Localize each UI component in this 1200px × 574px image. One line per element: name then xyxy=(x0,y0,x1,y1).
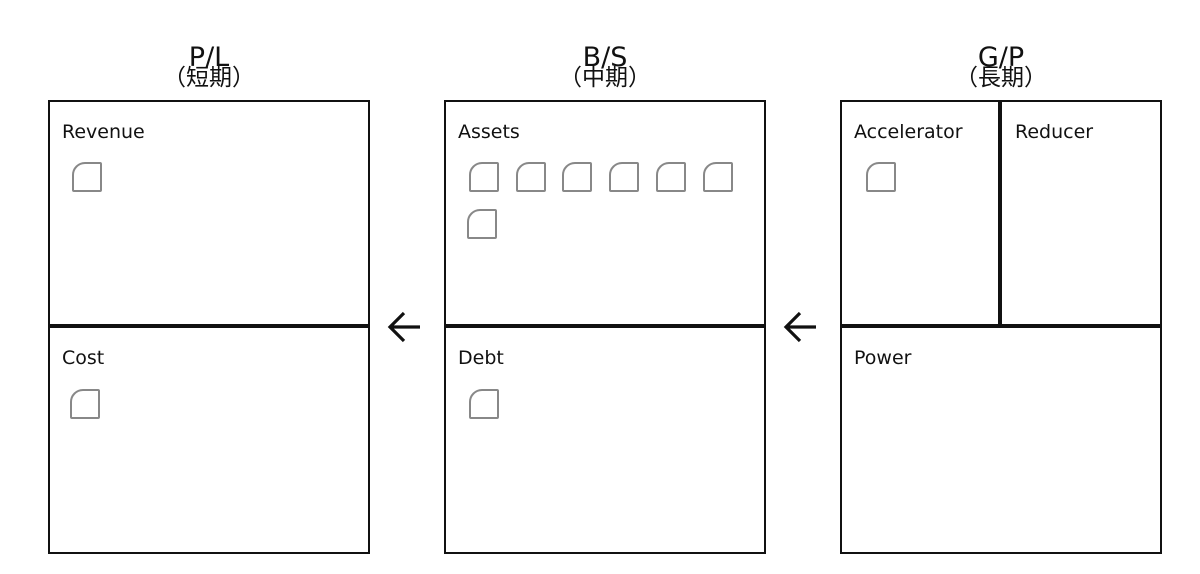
asset-card[interactable] xyxy=(609,162,639,192)
gp-subtitle: （長期） xyxy=(955,65,1047,91)
accelerator-card[interactable] xyxy=(866,162,896,192)
debt-card[interactable] xyxy=(469,389,499,419)
revenue-card[interactable] xyxy=(72,162,102,192)
bs-subtitle: （中期） xyxy=(559,65,651,91)
debt-label: Debt xyxy=(458,347,504,369)
asset-card[interactable] xyxy=(656,162,686,192)
gp-divider xyxy=(840,324,1162,328)
cost-card[interactable] xyxy=(70,389,100,419)
cost-label: Cost xyxy=(62,347,105,369)
gp-vertical-divider xyxy=(998,100,1002,326)
gp-title: G/P xyxy=(977,42,1025,73)
asset-card[interactable] xyxy=(703,162,733,192)
power-label: Power xyxy=(854,347,912,369)
asset-card[interactable] xyxy=(516,162,546,192)
arrow-left-icon xyxy=(783,311,816,343)
bs-divider xyxy=(444,324,766,328)
bs-title: B/S xyxy=(582,42,628,73)
pl-divider xyxy=(48,324,370,328)
accelerator-label: Accelerator xyxy=(854,121,963,143)
pl-title: P/L xyxy=(188,42,230,73)
asset-card[interactable] xyxy=(467,209,497,239)
assets-label: Assets xyxy=(458,121,520,143)
asset-card[interactable] xyxy=(469,162,499,192)
revenue-label: Revenue xyxy=(62,121,145,143)
asset-card[interactable] xyxy=(562,162,592,192)
arrow-left-icon xyxy=(387,311,420,343)
reducer-label: Reducer xyxy=(1015,121,1094,143)
pl-subtitle: （短期） xyxy=(163,65,255,91)
